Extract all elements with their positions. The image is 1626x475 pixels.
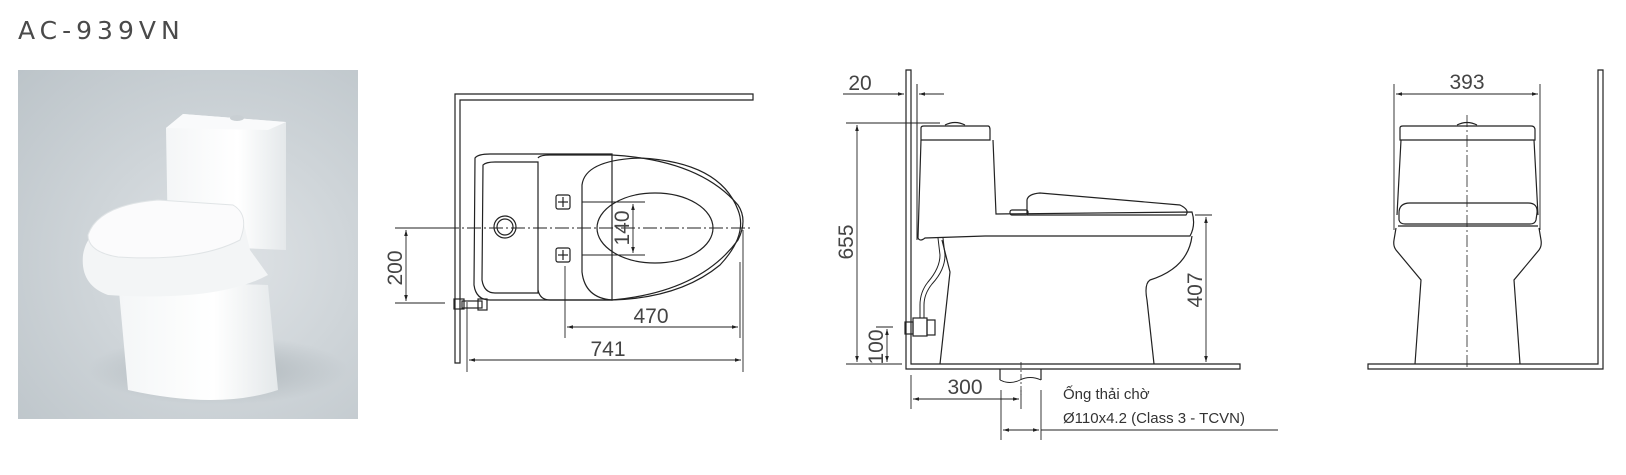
dim-label-470: 470: [633, 305, 668, 328]
dim-label-407: 407: [1184, 272, 1207, 307]
dim-label-200: 200: [384, 250, 407, 285]
top-view: [395, 93, 754, 372]
product-photo: [18, 70, 358, 419]
dim-label-140: 140: [611, 210, 634, 245]
drain-note-title: Ống thải chờ: [1063, 386, 1150, 403]
dim-label-741: 741: [590, 338, 625, 361]
toilet-photo-illustration: [82, 114, 348, 405]
product-model-title: AC-939VN: [18, 16, 185, 45]
dim-label-20: 20: [848, 72, 871, 95]
dim-label-393: 393: [1449, 71, 1484, 94]
dim-label-100: 100: [865, 329, 888, 364]
dim-label-655: 655: [835, 224, 858, 259]
side-view: [843, 69, 1278, 440]
front-view: [1367, 69, 1604, 370]
drain-note-spec: Ø110x4.2 (Class 3 - TCVN): [1063, 410, 1245, 427]
dim-label-300: 300: [947, 376, 982, 399]
